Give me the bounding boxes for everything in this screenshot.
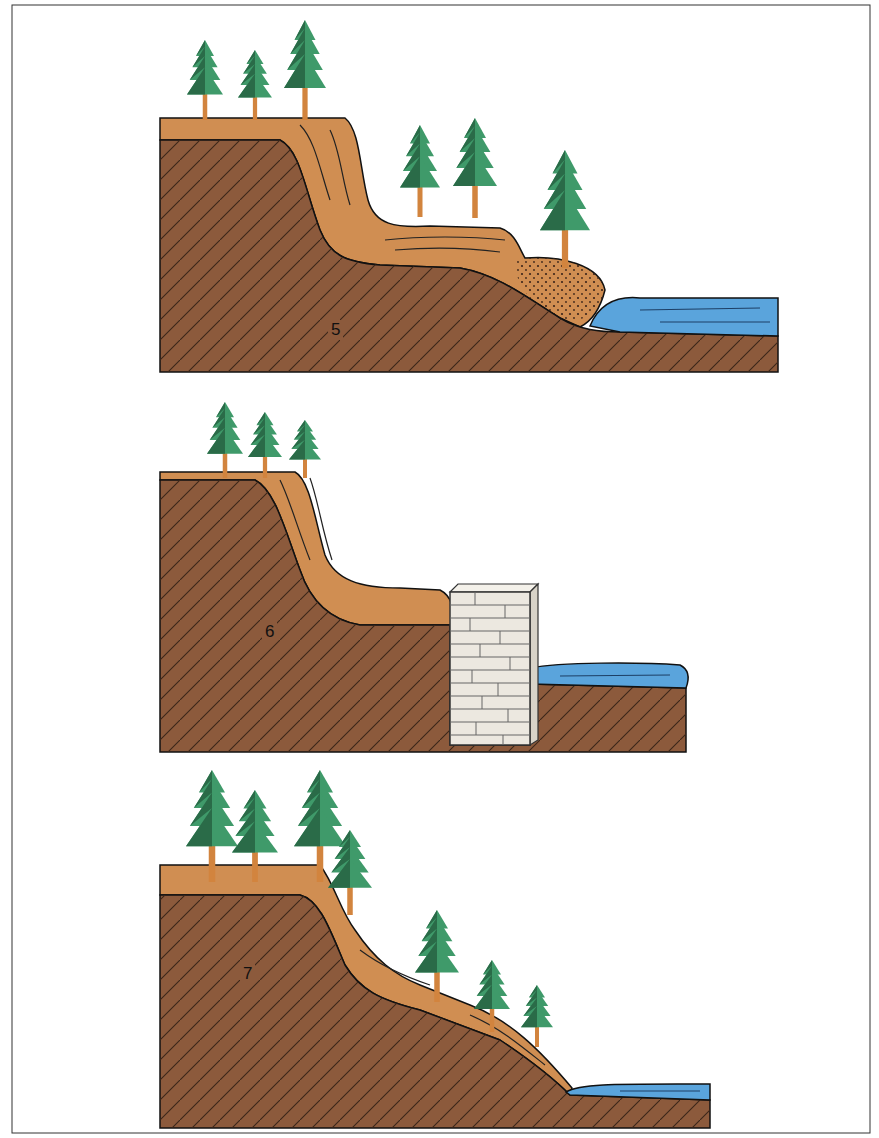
panel-slide xyxy=(160,20,778,372)
callout-number: 7 xyxy=(240,964,255,984)
panel-wall xyxy=(160,402,688,752)
callout-number: 6 xyxy=(262,622,277,642)
panel-stable xyxy=(160,770,710,1128)
callout-number: 5 xyxy=(328,320,343,340)
frame xyxy=(12,5,870,1133)
